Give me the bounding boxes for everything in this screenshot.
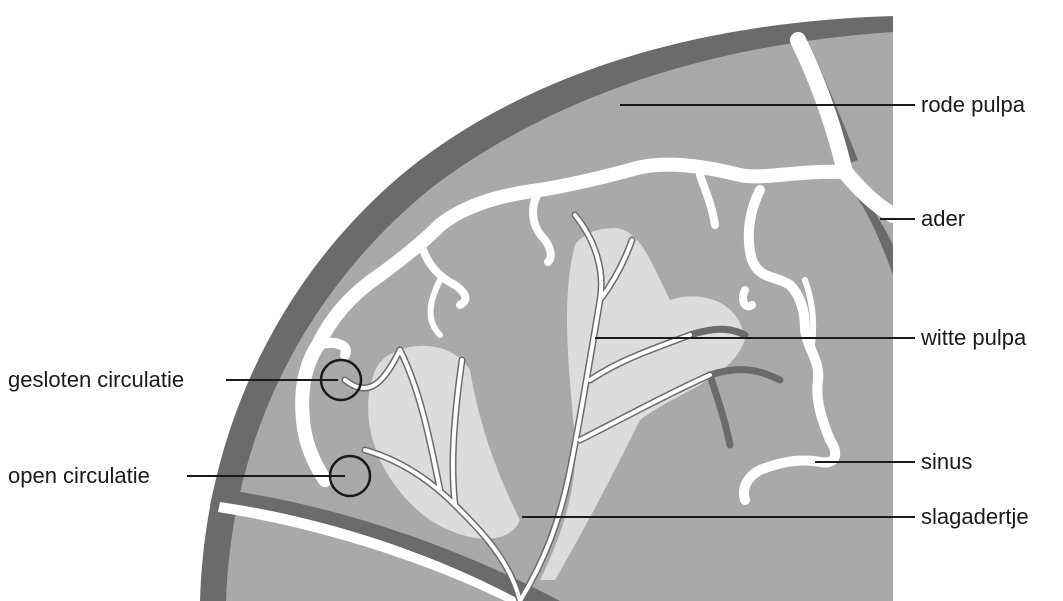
- label-ader: ader: [921, 206, 965, 231]
- label-slagadertje: slagadertje: [921, 504, 1029, 529]
- label-witte-pulpa: witte pulpa: [920, 325, 1027, 350]
- label-open-circulatie: open circulatie: [8, 463, 150, 488]
- label-sinus: sinus: [921, 449, 972, 474]
- label-rode-pulpa: rode pulpa: [921, 92, 1026, 117]
- label-gesloten-circulatie: gesloten circulatie: [8, 367, 184, 392]
